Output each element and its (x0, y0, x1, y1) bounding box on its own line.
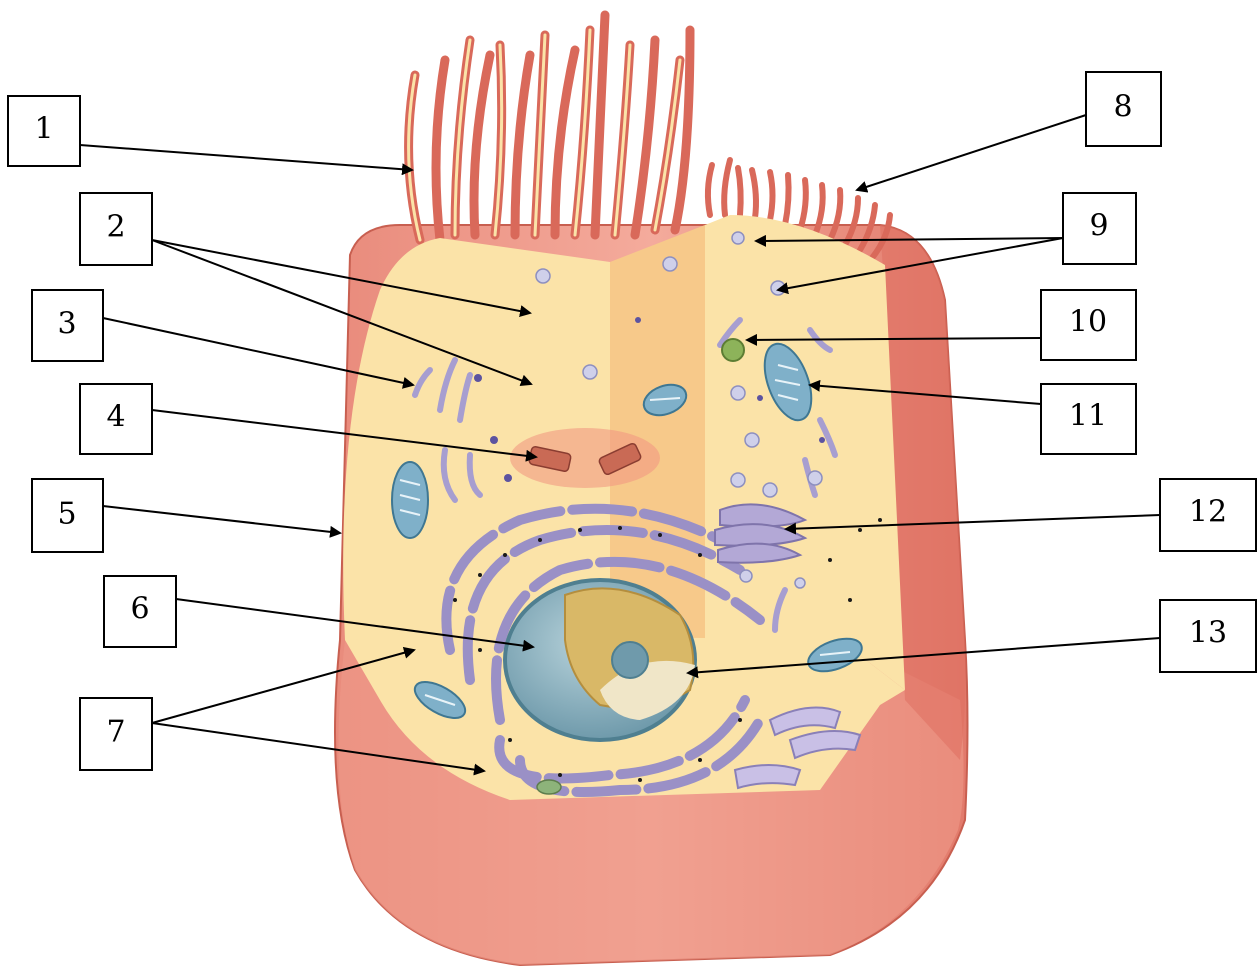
arrow-5 (103, 506, 340, 533)
label-4: 4 (80, 384, 152, 454)
golgi-apparatus (715, 504, 805, 562)
label-7: 7 (80, 698, 152, 770)
peroxisome (722, 339, 744, 361)
label-11: 11 (1041, 384, 1136, 454)
label-10: 10 (1041, 290, 1136, 360)
label-1: 1 (8, 96, 80, 166)
label-2: 2 (80, 193, 152, 265)
nucleolus (612, 642, 648, 678)
label-3: 3 (32, 290, 103, 361)
label-8-text: 8 (1113, 90, 1132, 125)
label-3-text: 3 (57, 307, 76, 342)
label-10-text: 10 (1069, 305, 1107, 340)
label-6: 6 (104, 576, 176, 647)
nucleus (505, 580, 695, 740)
label-9: 9 (1063, 193, 1136, 264)
label-8: 8 (1086, 72, 1161, 146)
cytoplasm-right-face (705, 215, 905, 690)
label-5-text: 5 (57, 497, 76, 532)
label-13-text: 13 (1189, 616, 1227, 651)
label-2-text: 2 (106, 210, 125, 245)
label-4-text: 4 (106, 400, 125, 435)
label-1-text: 1 (34, 112, 53, 147)
label-11-text: 11 (1069, 399, 1107, 434)
label-6-text: 6 (130, 592, 149, 627)
arrow-1 (80, 145, 412, 170)
label-12-text: 12 (1189, 495, 1227, 530)
label-7-text: 7 (106, 715, 125, 750)
cilia (409, 15, 690, 240)
label-5: 5 (32, 479, 103, 552)
arrow-8 (857, 115, 1086, 190)
label-13: 13 (1160, 600, 1256, 672)
lipid-droplet (537, 780, 561, 794)
label-12: 12 (1160, 479, 1256, 551)
label-9-text: 9 (1089, 209, 1108, 244)
